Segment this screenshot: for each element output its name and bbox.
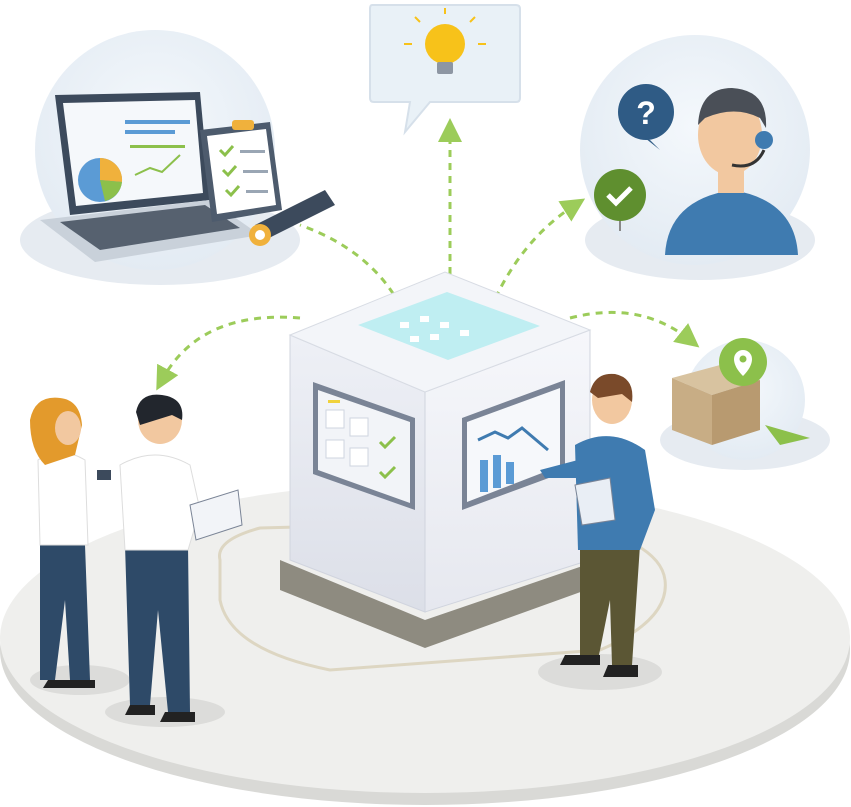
question-mark-icon: ?: [618, 84, 674, 150]
support-agent-bubble: ?: [580, 35, 815, 280]
bar-chart-icon: [462, 380, 565, 510]
checklist-panel: [313, 382, 415, 510]
wrench-icon: [249, 190, 335, 246]
central-data-hub-cube: [280, 271, 600, 648]
arrow-to-team: [156, 315, 301, 391]
delivery-package-bubble: [660, 338, 830, 470]
lightbulb-icon: [404, 8, 486, 74]
headset-icon: [755, 131, 773, 149]
tablet-icon: [189, 489, 243, 541]
arrow-to-laptop: [299, 223, 402, 306]
man-presenting: [538, 373, 662, 690]
woman-with-phone: [30, 397, 130, 695]
svg-text:?: ?: [636, 95, 656, 131]
support-agent-avatar: [665, 88, 798, 255]
clipboard-checklist-icon: [200, 120, 282, 222]
arrow-to-package: [569, 310, 700, 348]
tablet-icon: [574, 477, 616, 526]
smartphone-icon: [97, 470, 111, 480]
laptop-icon: [40, 92, 260, 262]
checkmark-icon: [594, 169, 646, 231]
idea-speech-bubble: [369, 4, 521, 136]
location-pin-icon: [719, 338, 767, 386]
man-with-tablet: [105, 394, 243, 727]
arrow-to-support: [488, 198, 586, 311]
laptop-analytics-bubble: [20, 30, 335, 285]
